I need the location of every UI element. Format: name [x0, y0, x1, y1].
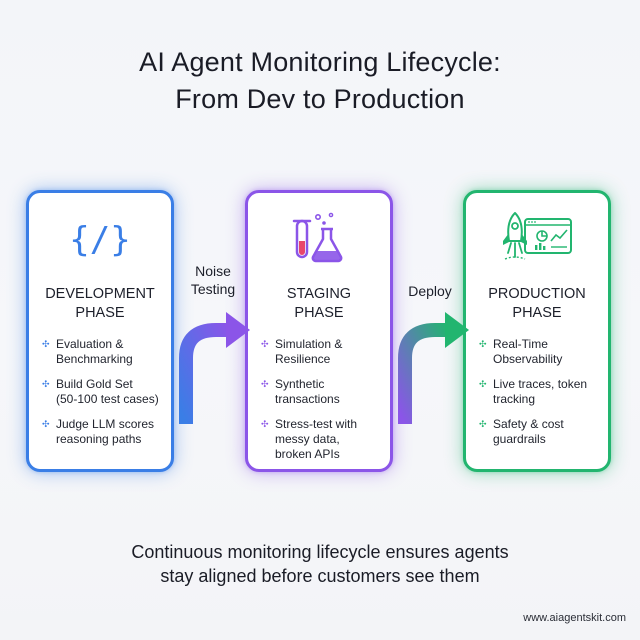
- bullet-text: Stress-test with messy data, broken APIs: [275, 417, 358, 461]
- bullet-icon: ✣: [42, 419, 50, 429]
- title-line-2: From Dev to Production: [175, 84, 465, 114]
- bullet-text: Synthetic transactions: [275, 377, 340, 406]
- list-item: ✣ Synthetic transactions: [261, 377, 384, 407]
- development-phase-title: DEVELOPMENT PHASE: [33, 285, 167, 323]
- website-url: www.aiagentskit.com: [523, 612, 626, 624]
- production-phase-card: PRODUCTION PHASE ✣ Real-Time Observabilit…: [463, 190, 611, 472]
- title-line-1: AI Agent Monitoring Lifecycle:: [139, 47, 501, 77]
- bullet-text: Simulation & Resilience: [275, 337, 343, 366]
- bullet-icon: ✣: [42, 339, 50, 349]
- bullet-icon: ✣: [479, 379, 487, 389]
- phase-title-line-2: PHASE: [512, 305, 562, 321]
- list-item: ✣ Evaluation & Benchmarking: [42, 337, 165, 367]
- arrow-label-line-1: Deploy: [408, 283, 452, 299]
- list-item: ✣ Safety & cost guardrails: [479, 417, 602, 447]
- footer-caption: Continuous monitoring lifecycle ensures …: [0, 540, 640, 588]
- bullet-text: Build Gold Set (50-100 test cases): [56, 377, 159, 406]
- bullet-text: Live traces, token tracking: [493, 377, 588, 406]
- development-phase-card: {/} DEVELOPMENT PHASE ✣ Evaluation & Benc…: [26, 190, 174, 472]
- staging-phase-title: STAGING PHASE: [252, 285, 386, 323]
- phase-title-line-2: PHASE: [75, 305, 125, 321]
- bullet-text: Judge LLM scores reasoning paths: [56, 417, 155, 446]
- bullet-text: Real-Time Observability: [493, 337, 563, 366]
- production-bullet-list: ✣ Real-Time Observability ✣ Live traces, t…: [466, 337, 608, 447]
- bullet-icon: ✣: [261, 419, 269, 429]
- bullet-text: Evaluation & Benchmarking: [56, 337, 133, 366]
- staging-phase-card: STAGING PHASE ✣ Simulation & Resilience ✣…: [245, 190, 393, 472]
- phase-title-line-1: DEVELOPMENT: [45, 286, 155, 302]
- bullet-icon: ✣: [42, 379, 50, 389]
- svg-text:{/}: {/}: [72, 220, 128, 260]
- list-item: ✣ Real-Time Observability: [479, 337, 602, 367]
- bullet-icon: ✣: [261, 339, 269, 349]
- page-title: AI Agent Monitoring Lifecycle: From Dev …: [0, 44, 640, 118]
- footer-line-1: Continuous monitoring lifecycle ensures …: [131, 542, 509, 562]
- list-item: ✣ Simulation & Resilience: [261, 337, 384, 367]
- noise-testing-arrow-icon: [179, 312, 250, 424]
- production-phase-title: PRODUCTION PHASE: [470, 285, 604, 323]
- deploy-arrow-icon: [398, 312, 469, 424]
- bullet-text: Safety & cost guardrails: [493, 417, 564, 446]
- noise-testing-label: Noise Testing: [180, 262, 246, 298]
- phase-title-line-1: STAGING: [286, 286, 352, 302]
- bullet-icon: ✣: [261, 379, 269, 389]
- staging-bullet-list: ✣ Simulation & Resilience ✣ Synthetic tran…: [248, 337, 390, 462]
- deploy-label: Deploy: [398, 282, 462, 300]
- list-item: ✣ Stress-test with messy data, broken API…: [261, 417, 384, 462]
- phase-title-line-1: PRODUCTION: [488, 286, 586, 302]
- list-item: ✣ Live traces, token tracking: [479, 377, 602, 407]
- phase-title-line-2: PHASE: [294, 305, 344, 321]
- arrow-label-line-2: Testing: [190, 281, 236, 297]
- footer-line-2: stay aligned before customers see them: [160, 566, 480, 586]
- code-icon: {/}: [29, 211, 171, 267]
- development-bullet-list: ✣ Evaluation & Benchmarking ✣ Build Gold S…: [29, 337, 171, 447]
- arrow-label-line-1: Noise: [195, 263, 231, 279]
- bullet-icon: ✣: [479, 339, 487, 349]
- flask-icon: [248, 211, 390, 267]
- list-item: ✣ Judge LLM scores reasoning paths: [42, 417, 165, 447]
- bullet-icon: ✣: [479, 419, 487, 429]
- list-item: ✣ Build Gold Set (50-100 test cases): [42, 377, 165, 407]
- rocket-dashboard-icon: [466, 211, 608, 267]
